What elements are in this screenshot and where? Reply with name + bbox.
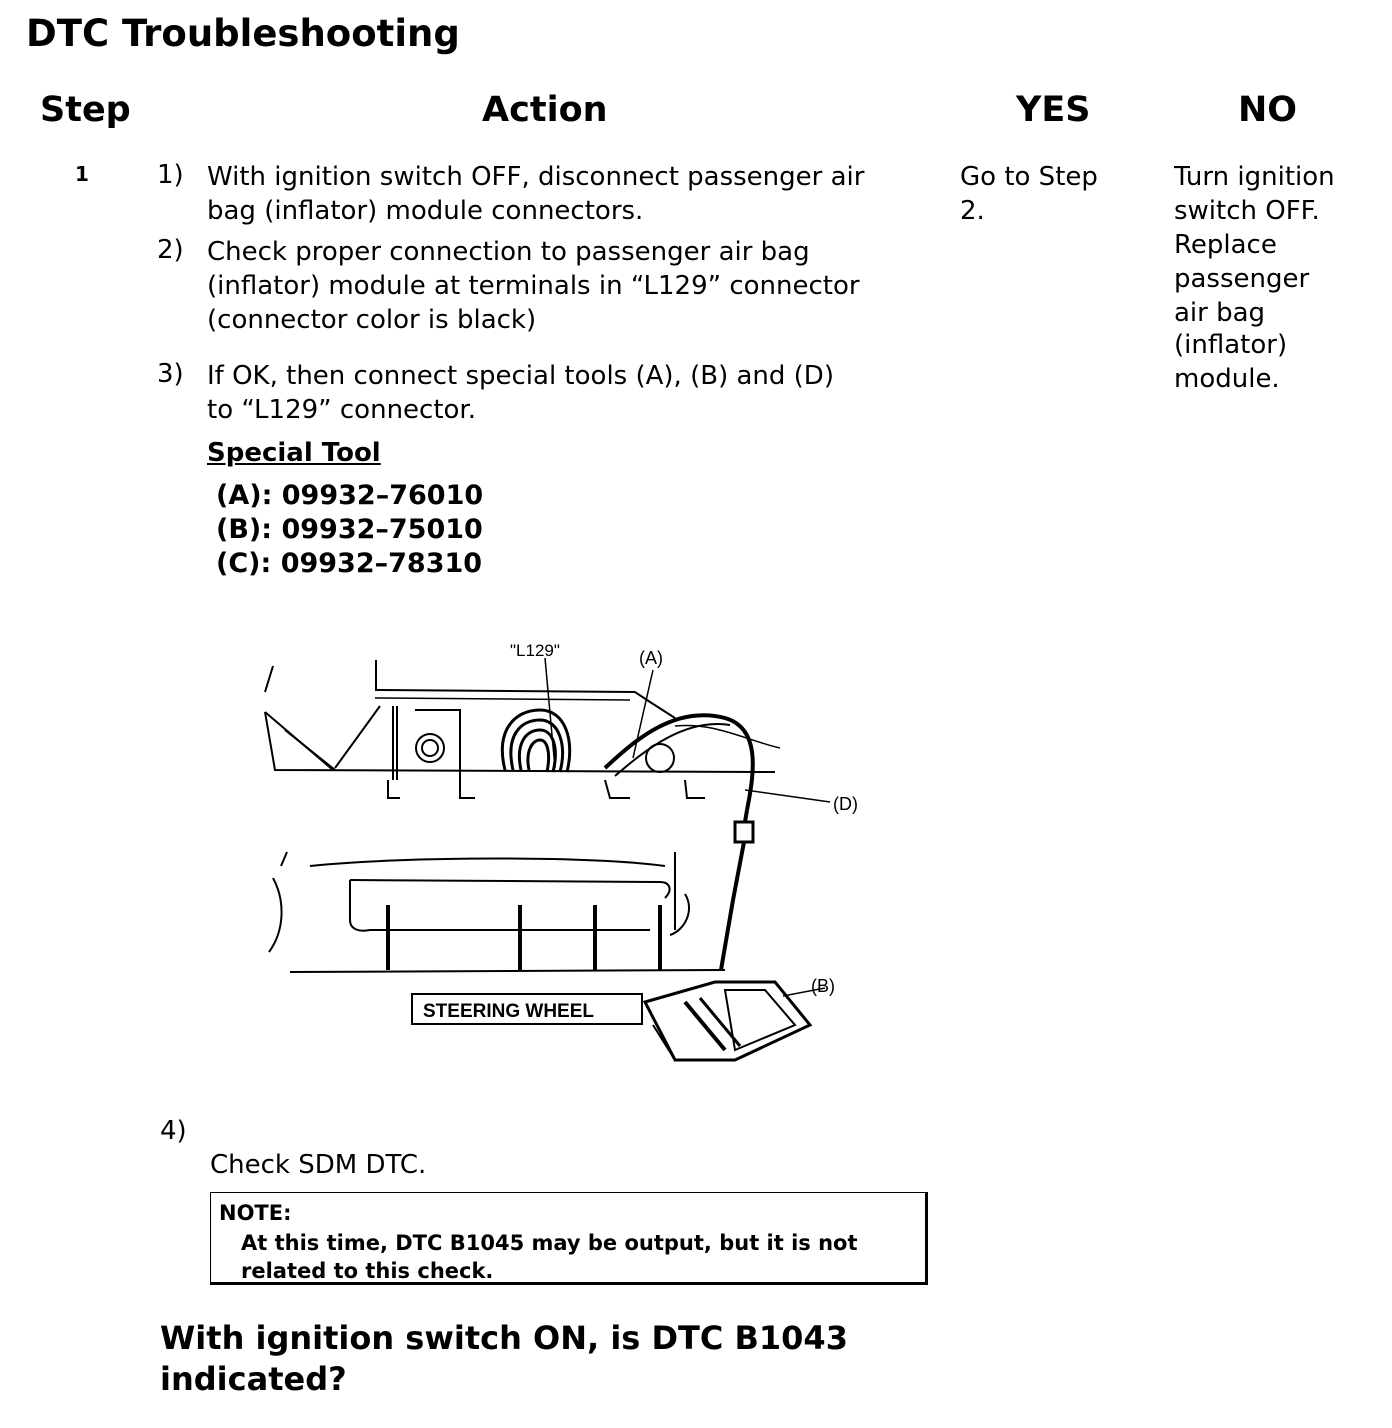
action-item-2-line-2: (inflator) module at terminals in “L129”…: [207, 271, 860, 301]
column-header-action: Action: [482, 90, 608, 130]
no-line-6: (inflator): [1174, 330, 1288, 360]
note-line-2: related to this check.: [241, 1259, 494, 1283]
action-item-3-number: 3): [157, 359, 184, 389]
yes-line-1: Go to Step: [960, 162, 1098, 192]
figure-label-l129: "L129": [510, 641, 560, 660]
note-title: NOTE:: [219, 1201, 292, 1225]
figure-label-steering-wheel: STEERING WHEEL: [423, 1001, 594, 1022]
action-item-2-number: 2): [157, 235, 184, 265]
action-item-2-line-3: (connector color is black): [207, 305, 537, 335]
no-line-5: air bag: [1174, 298, 1266, 328]
action-item-3-line-2: to “L129” connector.: [207, 395, 477, 425]
action-item-2-line-1: Check proper connection to passenger air…: [207, 237, 810, 267]
note-body: At this time, DTC B1045 may be output, b…: [241, 1229, 858, 1285]
column-header-step: Step: [40, 90, 131, 130]
page-title: DTC Troubleshooting: [26, 12, 460, 55]
special-tool-heading: Special Tool: [207, 438, 381, 468]
figure-label-b: (B): [811, 976, 835, 996]
column-header-no: NO: [1238, 90, 1298, 130]
column-header-yes: YES: [1016, 90, 1091, 130]
figure-label-d: (D): [833, 794, 858, 814]
no-line-2: switch OFF.: [1174, 196, 1320, 226]
step-question: With ignition switch ON, is DTC B1043 in…: [160, 1319, 848, 1398]
action-item-1-line-1: With ignition switch OFF, disconnect pas…: [207, 162, 865, 192]
no-line-3: Replace: [1174, 230, 1277, 260]
yes-line-2: 2.: [960, 196, 985, 226]
no-line-4: passenger: [1174, 264, 1310, 294]
connection-diagram: "L129" (A) (D) (B) STEERING WHEEL: [264, 641, 858, 1062]
note-line-1: At this time, DTC B1045 may be output, b…: [241, 1231, 858, 1255]
action-item-1-line-2: bag (inflator) module connectors.: [207, 196, 644, 226]
note-box: NOTE: At this time, DTC B1045 may be out…: [210, 1192, 928, 1285]
step-number: 1: [75, 162, 89, 186]
special-tool-a: (A): 09932–76010: [216, 480, 484, 511]
special-tool-c: (C): 09932–78310: [216, 548, 483, 579]
special-tool-b: (B): 09932–75010: [216, 514, 483, 545]
figure-label-a: (A): [639, 648, 663, 668]
action-item-3-line-1: If OK, then connect special tools (A), (…: [207, 361, 834, 391]
action-item-4-text: Check SDM DTC.: [210, 1150, 427, 1180]
no-line-7: module.: [1174, 364, 1280, 394]
action-item-4-number: 4): [160, 1116, 187, 1146]
no-line-1: Turn ignition: [1174, 162, 1335, 192]
action-item-1-number: 1): [157, 160, 184, 190]
